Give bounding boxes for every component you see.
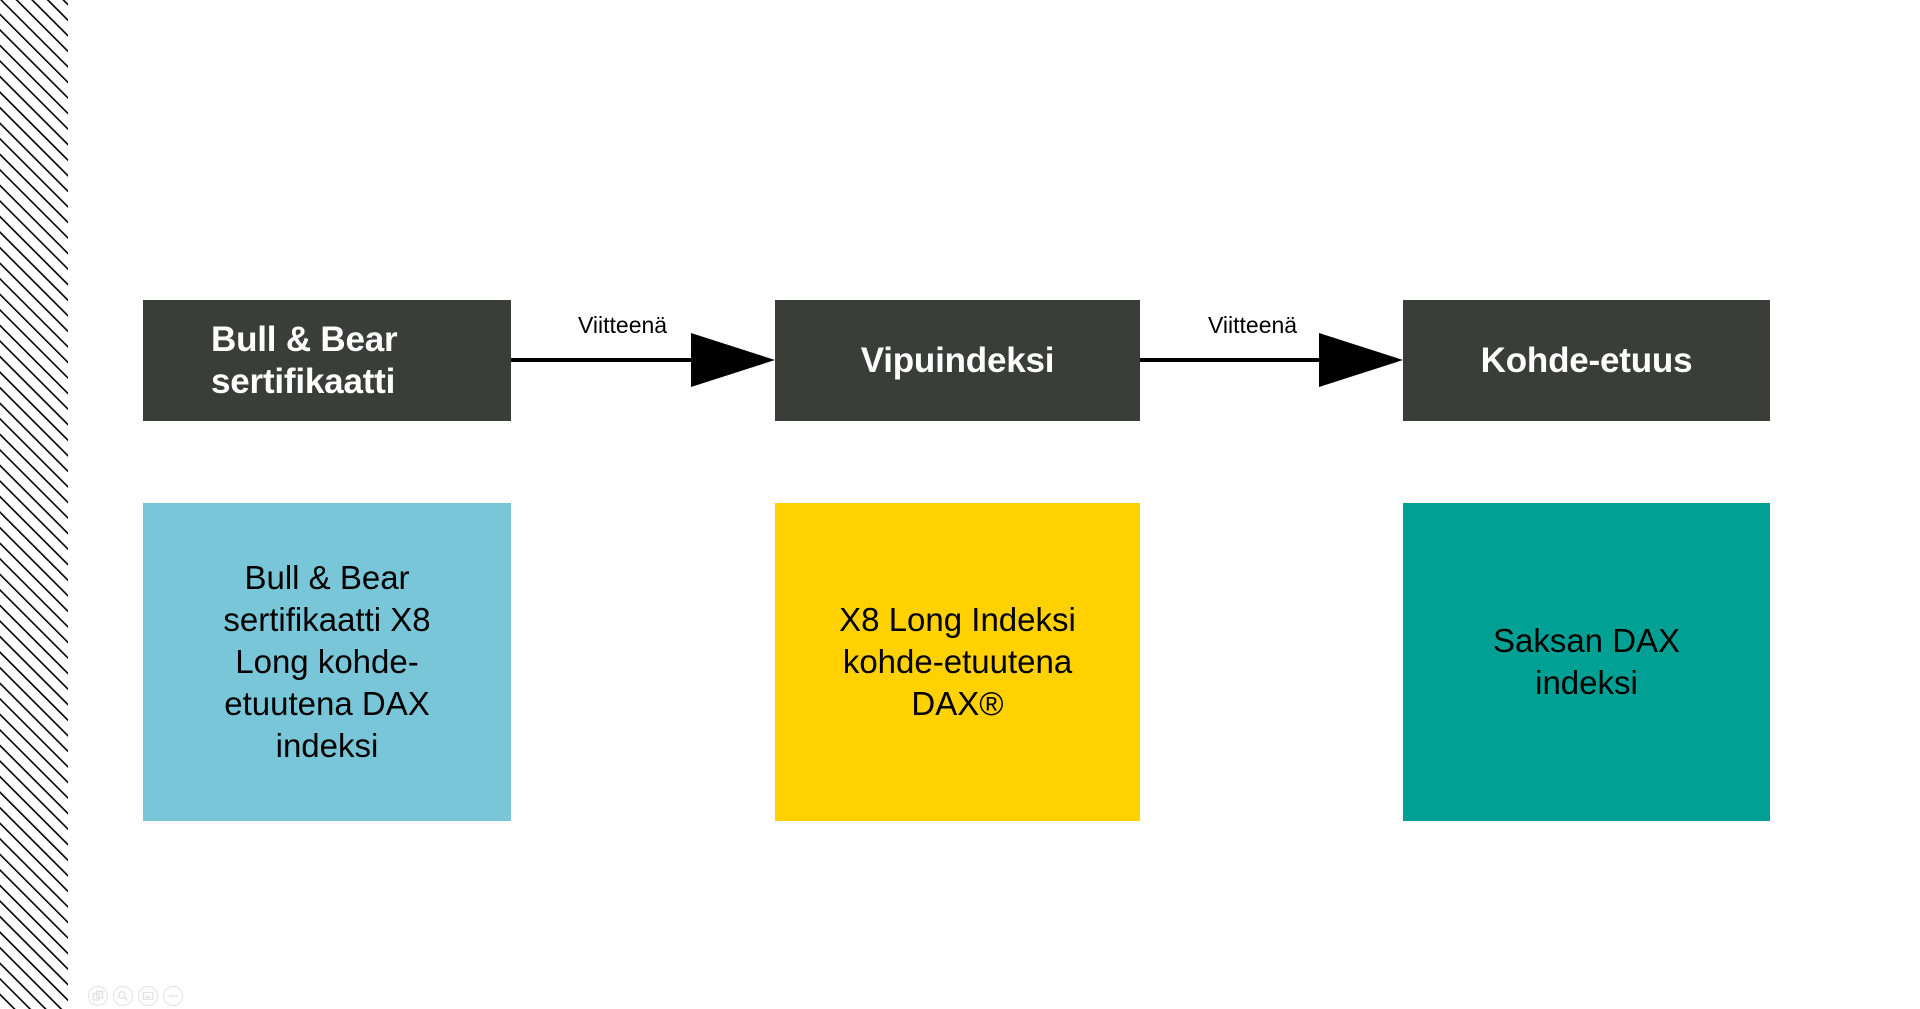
node-header-label: Bull & Bear sertifikaatti [211,320,398,401]
more-icon[interactable] [163,986,183,1006]
copy-icon[interactable] [88,986,108,1006]
connector-label: Viitteenä [1208,312,1298,338]
node-header-bull-bear-sertifikaatti[interactable]: Bull & Bear sertifikaatti [143,300,511,421]
note-icon[interactable] [138,986,158,1006]
search-icon[interactable] [113,986,133,1006]
node-detail-bull-bear-sertifikaatti[interactable]: Bull & Bear sertifikaatti X8 Long kohde-… [143,503,511,821]
node-detail-label: Bull & Bear sertifikaatti X8 Long kohde-… [223,559,431,764]
node-header-vipuindeksi[interactable]: Vipuindeksi [775,300,1140,421]
connector-vipuindeksi-to-kohde-etuus: Viitteenä [1140,300,1403,421]
node-header-label: Vipuindeksi [860,340,1055,380]
node-header-label: Kohde-etuus [1480,340,1693,380]
diagonal-hatch-stripe [0,0,68,1009]
node-detail-kohde-etuus[interactable]: Saksan DAX indeksi [1403,503,1770,821]
node-header-kohde-etuus[interactable]: Kohde-etuus [1403,300,1770,421]
tool-icon-bar [88,986,183,1006]
node-detail-label: X8 Long Indeksi kohde-etuutena DAX® [839,601,1076,722]
node-detail-vipuindeksi[interactable]: X8 Long Indeksi kohde-etuutena DAX® [775,503,1140,821]
connector-label: Viitteenä [578,312,668,338]
connector-bull-bear-to-vipuindeksi: Viitteenä [511,300,775,421]
arrow-icon [511,333,775,387]
node-detail-label: Saksan DAX indeksi [1492,622,1681,701]
arrow-icon [1140,333,1403,387]
